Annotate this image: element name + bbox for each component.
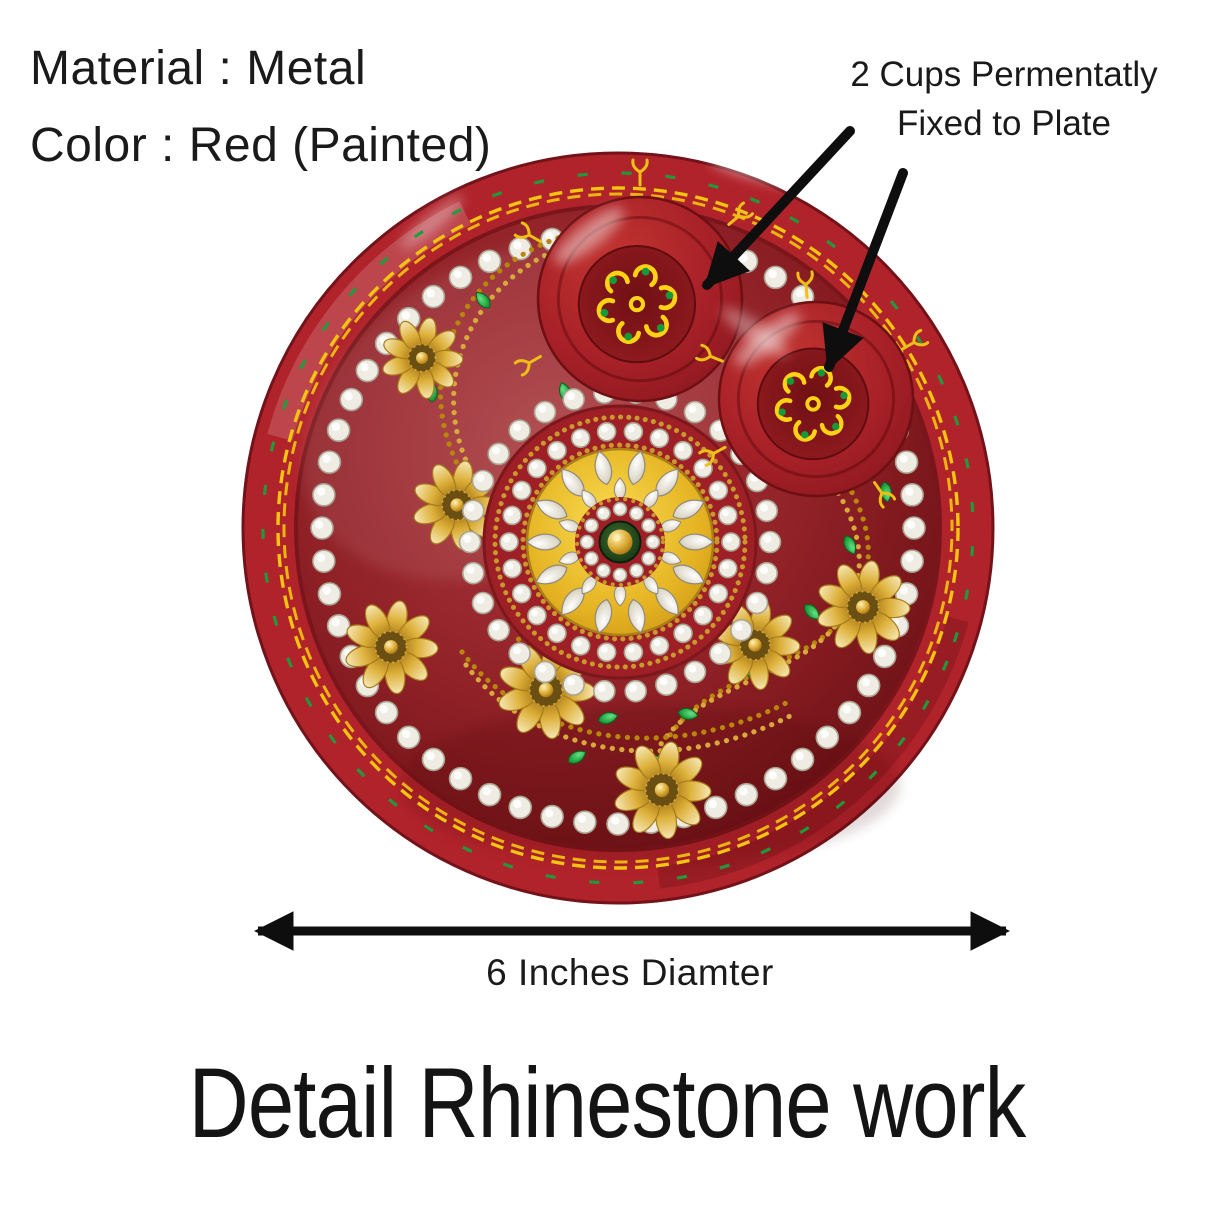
spec-block: Material : Metal Color : Red (Painted)	[30, 30, 491, 184]
diameter-label: 6 Inches Diamter	[486, 952, 774, 993]
color-spec-text: Color : Red (Painted)	[30, 119, 492, 172]
fixed-cups	[513, 158, 930, 509]
caption-title: Detail Rhinestone work	[188, 1047, 1026, 1158]
material-spec-text: Material : Metal	[30, 42, 367, 95]
annotation-arrow-left-cup	[702, 126, 855, 290]
gloss-highlights	[721, 307, 789, 357]
cups-annotation-text: 2 Cups Permentatly Fixed to Plate	[826, 50, 1182, 148]
cups-note-line2: Fixed to Plate	[897, 104, 1111, 143]
cups-note-line1: 2 Cups Permentatly	[850, 55, 1158, 94]
cup-left	[513, 158, 755, 403]
center-medallion	[458, 381, 782, 703]
cups-annotation-arrows	[702, 126, 908, 372]
rim-paint-pattern	[261, 171, 975, 885]
annotation-arrow-right-cup	[822, 168, 908, 372]
